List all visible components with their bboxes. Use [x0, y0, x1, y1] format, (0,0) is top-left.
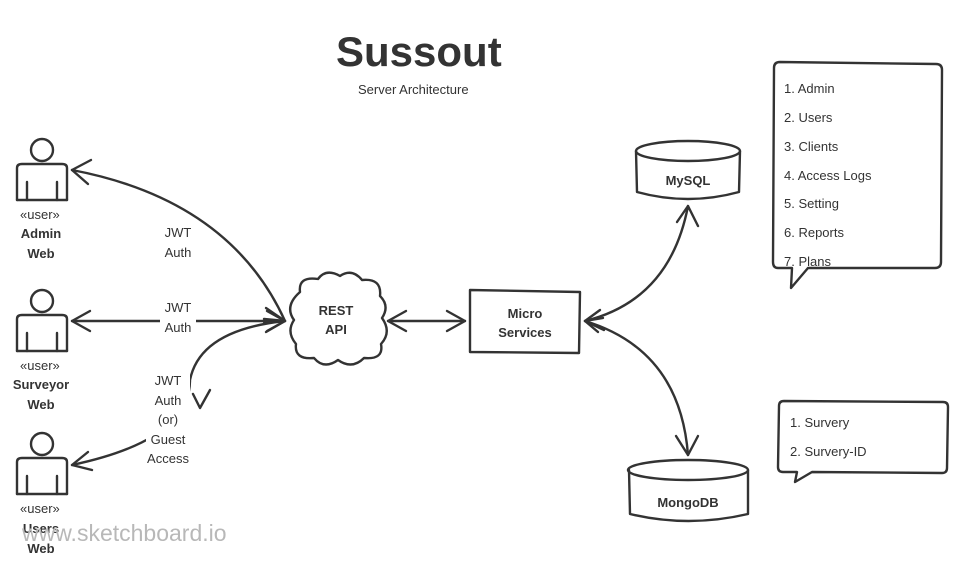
admin-web-name-line2: Web: [27, 246, 55, 261]
micro-services-box-shape: [468, 288, 582, 355]
surveyor-web-actor-icon: [15, 288, 69, 353]
edge-label-line: Auth: [164, 319, 192, 335]
edge-label-line: JWT: [164, 225, 192, 240]
mysql-database-shape: [634, 139, 742, 201]
note-item: 3. Clients: [784, 139, 839, 154]
note-item: 1. Admin: [784, 81, 835, 96]
note-item: 5. Setting: [784, 196, 839, 211]
edge-label-line: JWT: [154, 373, 182, 388]
admin-web-stereotype: «user»: [20, 207, 60, 222]
note-item: 2. Users: [784, 110, 833, 125]
micro-services-label: Micro Services: [480, 304, 570, 342]
edge-label-surveyor: JWT Auth: [160, 298, 196, 337]
rest-api-label-line1: REST: [318, 303, 354, 318]
note-item: 4. Access Logs: [784, 168, 872, 183]
edge-label-line: Access: [147, 451, 189, 466]
edge-label-line: Auth: [164, 244, 192, 260]
edge-label-line: Guest: [150, 431, 186, 447]
mysql-tables-note-shape: [771, 60, 944, 290]
users-web-stereotype: «user»: [20, 501, 60, 516]
edge-label-users: JWT Auth (or) Guest Access: [146, 371, 190, 469]
edge-label-line: JWT: [164, 300, 192, 315]
admin-web-name-line1: Admin: [20, 226, 62, 241]
edge-label-line: (or): [157, 412, 179, 427]
edge-micro-services-to-mysql: [583, 204, 700, 332]
note-item: 6. Reports: [784, 225, 844, 240]
rest-api-cloud-shape: [288, 271, 388, 366]
users-web-actor-icon: [15, 431, 69, 496]
micro-services-label-line2: Services: [498, 325, 552, 340]
surveyor-web-stereotype: «user»: [20, 358, 60, 373]
edge-label-admin: JWT Auth: [160, 223, 196, 262]
surveyor-web-name-line2: Web: [27, 397, 55, 412]
rest-api-label: REST API: [306, 301, 366, 339]
mongodb-label: MongoDB: [657, 495, 719, 510]
note-item: 2. Survery-ID: [790, 444, 867, 459]
admin-web-actor-icon: [15, 137, 69, 202]
micro-services-label-line1: Micro: [507, 306, 543, 321]
users-web-name-line1: Users: [22, 521, 60, 536]
diagram-title: Sussout: [336, 28, 502, 75]
users-web-name-line2: Web: [27, 541, 55, 556]
edge-label-line: Auth: [154, 392, 182, 408]
surveyor-web-name-line1: Surveyor: [12, 377, 70, 392]
note-item: 7. Plans: [784, 254, 831, 269]
mongodb-database-shape: [626, 458, 750, 523]
mysql-label: MySQL: [665, 173, 711, 188]
diagram-subtitle: Server Architecture: [358, 82, 469, 97]
edge-micro-services-to-mongodb: [583, 316, 700, 457]
rest-api-label-line2: API: [325, 322, 347, 337]
note-item: 1. Survery: [790, 415, 850, 430]
edge-rest-api-to-micro-services: [386, 309, 467, 333]
watermark: www.sketchboard.io: [22, 520, 227, 546]
mongodb-collections-note-shape: [776, 399, 950, 484]
